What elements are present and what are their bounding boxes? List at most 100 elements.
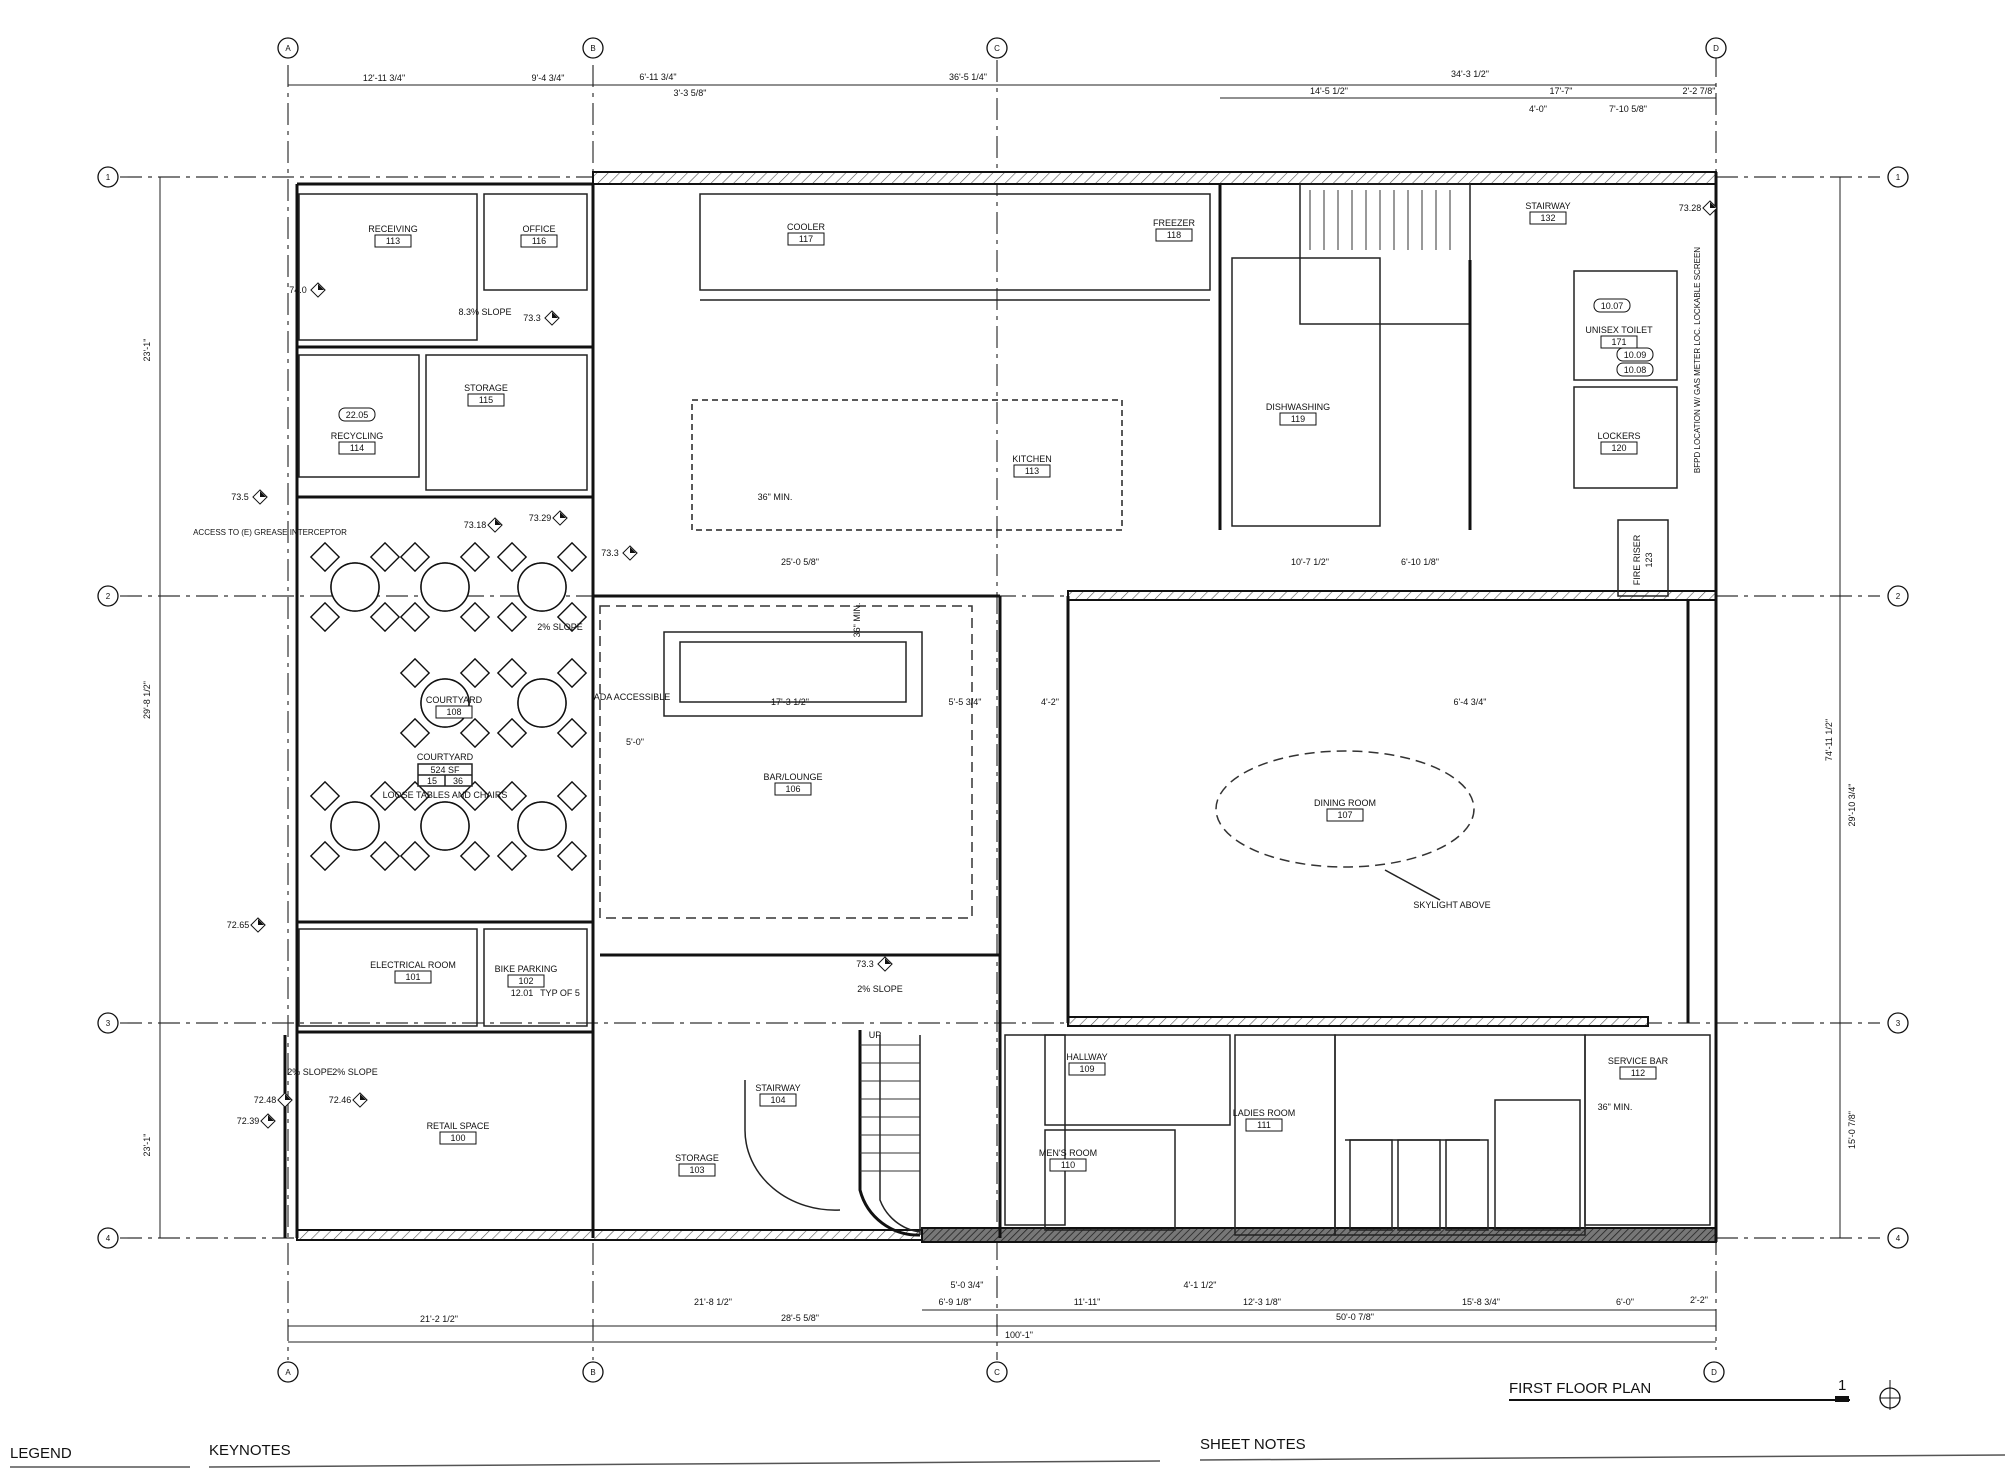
grid-bubble-4: 4 [1887,1227,1909,1249]
svg-text:72.46: 72.46 [329,1095,352,1105]
bike-typ: TYP OF 5 [540,988,580,998]
svg-text:22.05: 22.05 [346,410,369,420]
svg-text:73.3: 73.3 [523,313,541,323]
bar-slope: 2% SLOPE [857,984,903,994]
room-number: 111 [1257,1120,1271,1130]
dimension-interior: 10'-7 1/2" [1291,557,1329,567]
svg-text:C: C [994,44,1000,53]
svg-text:1: 1 [1896,173,1901,182]
grid-bubble-2: 2 [1887,585,1909,607]
room-number: 104 [770,1095,785,1105]
dimension-left: 29'-8 1/2" [142,681,152,719]
svg-text:D: D [1713,44,1719,53]
room-name: BIKE PARKING [495,964,558,974]
room-number: 108 [446,707,461,717]
interior-walls [297,183,1711,1238]
room-name: RECYCLING [331,431,384,441]
svg-text:C: C [994,1368,1000,1377]
spot-elevation: 72.48 [254,1092,293,1108]
dimension-left: 23'-1" [142,1134,152,1157]
courtyard-furniture: LOOSE TABLES AND CHAIRS [383,790,508,800]
room-label-stairway104: STAIRWAY 104 [755,1083,801,1107]
room-name: UNISEX TOILET [1585,325,1653,335]
room-name: COOLER [787,222,826,232]
room-number: 114 [350,443,364,453]
dimension-strings: 12'-11 3/4"9'-4 3/4"6'-11 3/4"3'-3 5/8"3… [142,69,1857,1343]
retail-slope-a: 2% SLOPE [287,1067,333,1077]
dimension-top: 17'-7" [1550,86,1573,96]
room-label-recycling: RECYCLING 114 [331,431,384,455]
room-number: 116 [532,236,546,246]
grid-bubble-D: D [1703,1361,1725,1383]
table-with-chairs [399,780,491,872]
spot-elevation: 73.18 [464,517,503,533]
room-number: 112 [1631,1068,1645,1078]
plan-notes: COURTYARD 524 SF 15 36 LOOSE TABLES AND … [193,247,1702,1112]
grid-bubble-4: 4 [97,1227,119,1249]
dimension-bottom: 6'-0" [1616,1297,1634,1307]
svg-text:74.0: 74.0 [289,285,307,295]
grid-bubble-A: A [277,37,299,59]
dimension-right: 74'-11 1/2" [1824,719,1834,761]
grid-bubble-B: B [582,37,604,59]
svg-text:73.18: 73.18 [464,520,487,530]
svg-text:72.48: 72.48 [254,1095,277,1105]
dimension-right: 15'-0 7/8" [1847,1111,1857,1149]
fixture-tag: 10.08 [1616,362,1654,377]
svg-text:72.39: 72.39 [237,1116,260,1126]
courtyard-slope: 2% SLOPE [537,622,583,632]
grease-note: ACCESS TO (E) GREASE INTERCEPTOR [193,528,347,537]
room-number: 132 [1540,213,1555,223]
fire-riser: FIRE RISER [1632,534,1642,585]
room-number: 120 [1611,443,1626,453]
svg-text:73.29: 73.29 [529,513,552,523]
fire-riser-number: 123 [1644,552,1654,567]
dimension-left: 23'-1" [142,339,152,362]
svg-text:1: 1 [106,173,111,182]
room-name: DINING ROOM [1314,798,1376,808]
courtyard-area: 524 SF [430,765,460,775]
grid-bubble-C: C [986,37,1008,59]
dimension-bottom: 100'-1" [1005,1330,1033,1340]
svg-text:2: 2 [1896,592,1901,601]
room-number: 113 [1025,466,1039,476]
room-number: 102 [518,976,533,986]
spot-elevation: 73.3 [601,545,638,561]
dimension-top: 12'-11 3/4" [363,73,405,83]
dimension-top: 14'-5 1/2" [1310,86,1348,96]
svg-text:72.65: 72.65 [227,920,250,930]
stair-up: UP [869,1030,882,1040]
room-name: STAIRWAY [755,1083,800,1093]
room-name: ELECTRICAL ROOM [370,960,456,970]
courtyard-seats-a: 15 [427,776,437,786]
room-label-stairway132: STAIRWAY 132 [1525,201,1571,225]
dimension-bottom: 21'-8 1/2" [694,1297,732,1307]
sheet-footer: LEGEND KEYNOTES SHEET NOTES [10,1436,2006,1468]
fixture-tag: 10.09 [1616,347,1654,362]
dimension-bottom: 12'-3 1/8" [1243,1297,1281,1307]
courtyard-seats-b: 36 [453,776,463,786]
svg-text:A: A [285,44,291,53]
room-name: STAIRWAY [1525,201,1570,211]
room-name: RECEIVING [368,224,418,234]
spot-elevation: 73.3 [856,956,893,972]
dimension-top: 36'-5 1/4" [949,72,987,82]
spot-elevation: 73.28 [1679,200,1718,216]
min-clearance-c: 36" MIN. [1598,1102,1633,1112]
dimension-top: 9'-4 3/4" [532,73,565,83]
dimension-interior: 17'-3 1/2" [771,697,809,707]
dimension-bottom: 4'-1 1/2" [1184,1280,1217,1290]
svg-text:73.3: 73.3 [601,548,619,558]
svg-text:D: D [1711,1368,1717,1377]
courtyard-title: COURTYARD [417,752,474,762]
